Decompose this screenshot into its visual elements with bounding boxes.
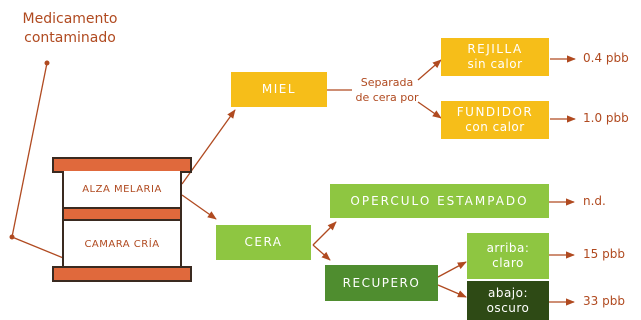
hive-bottom-bar <box>52 266 192 282</box>
source-pointer-line <box>11 62 48 238</box>
miel-method-label: Separada de cera por <box>351 75 423 105</box>
arriba-line1: arriba: <box>486 241 530 255</box>
abajo-box: abajo: oscuro <box>467 281 549 320</box>
rejilla-value: 0.4 pbb <box>583 51 629 65</box>
operculo-label: OPERCULO ESTAMPADO <box>350 193 529 208</box>
hive-middle-bar <box>62 207 182 221</box>
source-label-line1: Medicamento <box>22 11 118 27</box>
hive-alza-melaria: ALZA MELARIA <box>62 171 182 207</box>
recupero-box: RECUPERO <box>325 265 438 301</box>
recupero-to-abajo-arrow <box>437 284 467 298</box>
cera-label: CERA <box>244 235 283 249</box>
rejilla-box: REJILLA sin calor <box>441 38 549 76</box>
abajo-line2: oscuro <box>486 300 530 315</box>
miel-method-line1: Separada <box>360 76 414 89</box>
miel-box: MIEL <box>231 72 327 107</box>
source-label: Medicamento contaminado <box>18 10 122 48</box>
source-pointer-dot-top <box>44 60 50 66</box>
alza-melaria-label: ALZA MELARIA <box>82 183 162 195</box>
cera-to-operculo-arrow <box>312 221 337 246</box>
operculo-value: n.d. <box>583 194 606 208</box>
recupero-to-arriba-arrow <box>437 261 467 278</box>
camara-cria-label: CAMARA CRÍA <box>84 238 160 250</box>
miel-label: MIEL <box>261 82 297 96</box>
alza-to-cera-arrow <box>181 194 217 220</box>
method-to-rejilla-arrow <box>417 59 442 81</box>
recupero-label: RECUPERO <box>342 275 421 290</box>
fundidor-value: 1.0 pbb <box>583 111 629 125</box>
arriba-box: arriba: claro <box>467 233 549 279</box>
method-to-fundidor-arrow <box>417 101 442 119</box>
miel-method-line2: de cera por <box>355 91 419 104</box>
fundidor-line2: con calor <box>465 120 525 134</box>
arriba-value: 15 pbb <box>583 247 625 261</box>
fundidor-line1: FUNDIDOR <box>456 105 534 119</box>
rejilla-line2: sin calor <box>467 57 523 71</box>
fundidor-box: FUNDIDOR con calor <box>441 101 549 139</box>
source-label-line2: contaminado <box>24 30 116 46</box>
arriba-line2: claro <box>492 256 524 270</box>
abajo-value: 33 pbb <box>583 294 625 308</box>
cera-box: CERA <box>216 225 311 260</box>
abajo-line1: abajo: <box>487 285 529 300</box>
operculo-box: OPERCULO ESTAMPADO <box>330 184 549 218</box>
cera-to-recupero-arrow <box>312 244 331 261</box>
hive-camara-cria: CAMARA CRÍA <box>62 221 182 267</box>
rejilla-line1: REJILLA <box>467 42 523 56</box>
